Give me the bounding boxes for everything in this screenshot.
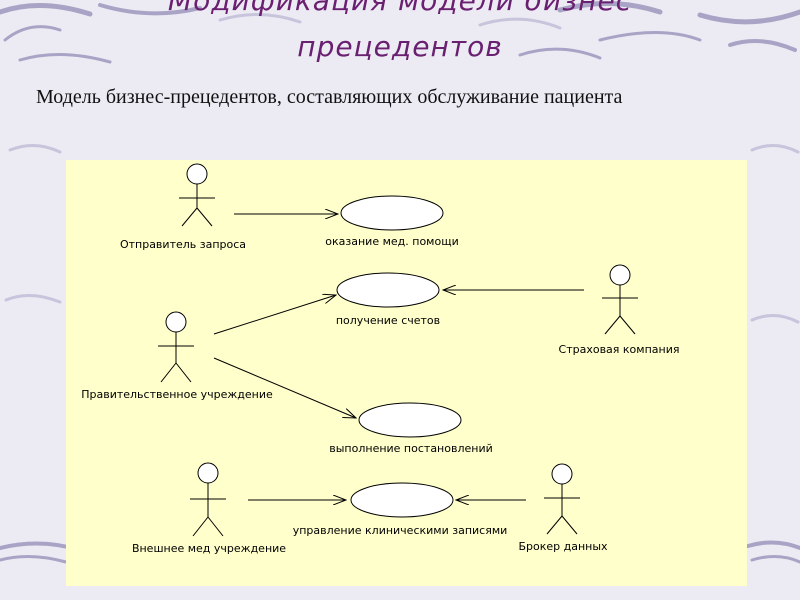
actor-gov-label: Правительственное учреждение — [81, 388, 273, 401]
actor-gov — [158, 311, 194, 383]
actor-requester-label: Отправитель запроса — [120, 238, 246, 251]
actor-external-label: Внешнее мед учреждение — [132, 542, 286, 555]
use-case-care-label: оказание мед. помощи — [325, 235, 458, 248]
use-case-bills: получение счетов — [336, 272, 440, 327]
use-case-diagram-panel: оказание мед. помощи получение счетов вы… — [66, 160, 747, 586]
use-case-orders: выполнение постановлений — [329, 402, 493, 455]
slide-title-line-1: Модификация модели бизнес — [167, 0, 633, 17]
actor-broker-label: Брокер данных — [518, 540, 608, 553]
actor-external — [190, 462, 226, 537]
use-case-bills-label: получение счетов — [336, 314, 440, 327]
use-case-diagram: оказание мед. помощи получение счетов вы… — [81, 163, 680, 555]
use-case-records: управление клиническими записями — [293, 482, 508, 537]
actor-broker — [544, 463, 580, 535]
association-gov-bills — [213, 295, 336, 335]
actor-insurer — [602, 264, 638, 335]
actor-insurer-label: Страховая компания — [559, 343, 680, 356]
actor-requester — [179, 163, 215, 227]
use-case-orders-label: выполнение постановлений — [329, 442, 493, 455]
use-case-care: оказание мед. помощи — [325, 195, 459, 248]
association-gov-orders — [213, 357, 356, 418]
use-case-records-label: управление клиническими записями — [293, 524, 508, 537]
slide-subtitle: Модель бизнес-прецедентов, составляющих … — [36, 86, 623, 108]
slide-title-line-2: прецедентов — [297, 30, 503, 63]
